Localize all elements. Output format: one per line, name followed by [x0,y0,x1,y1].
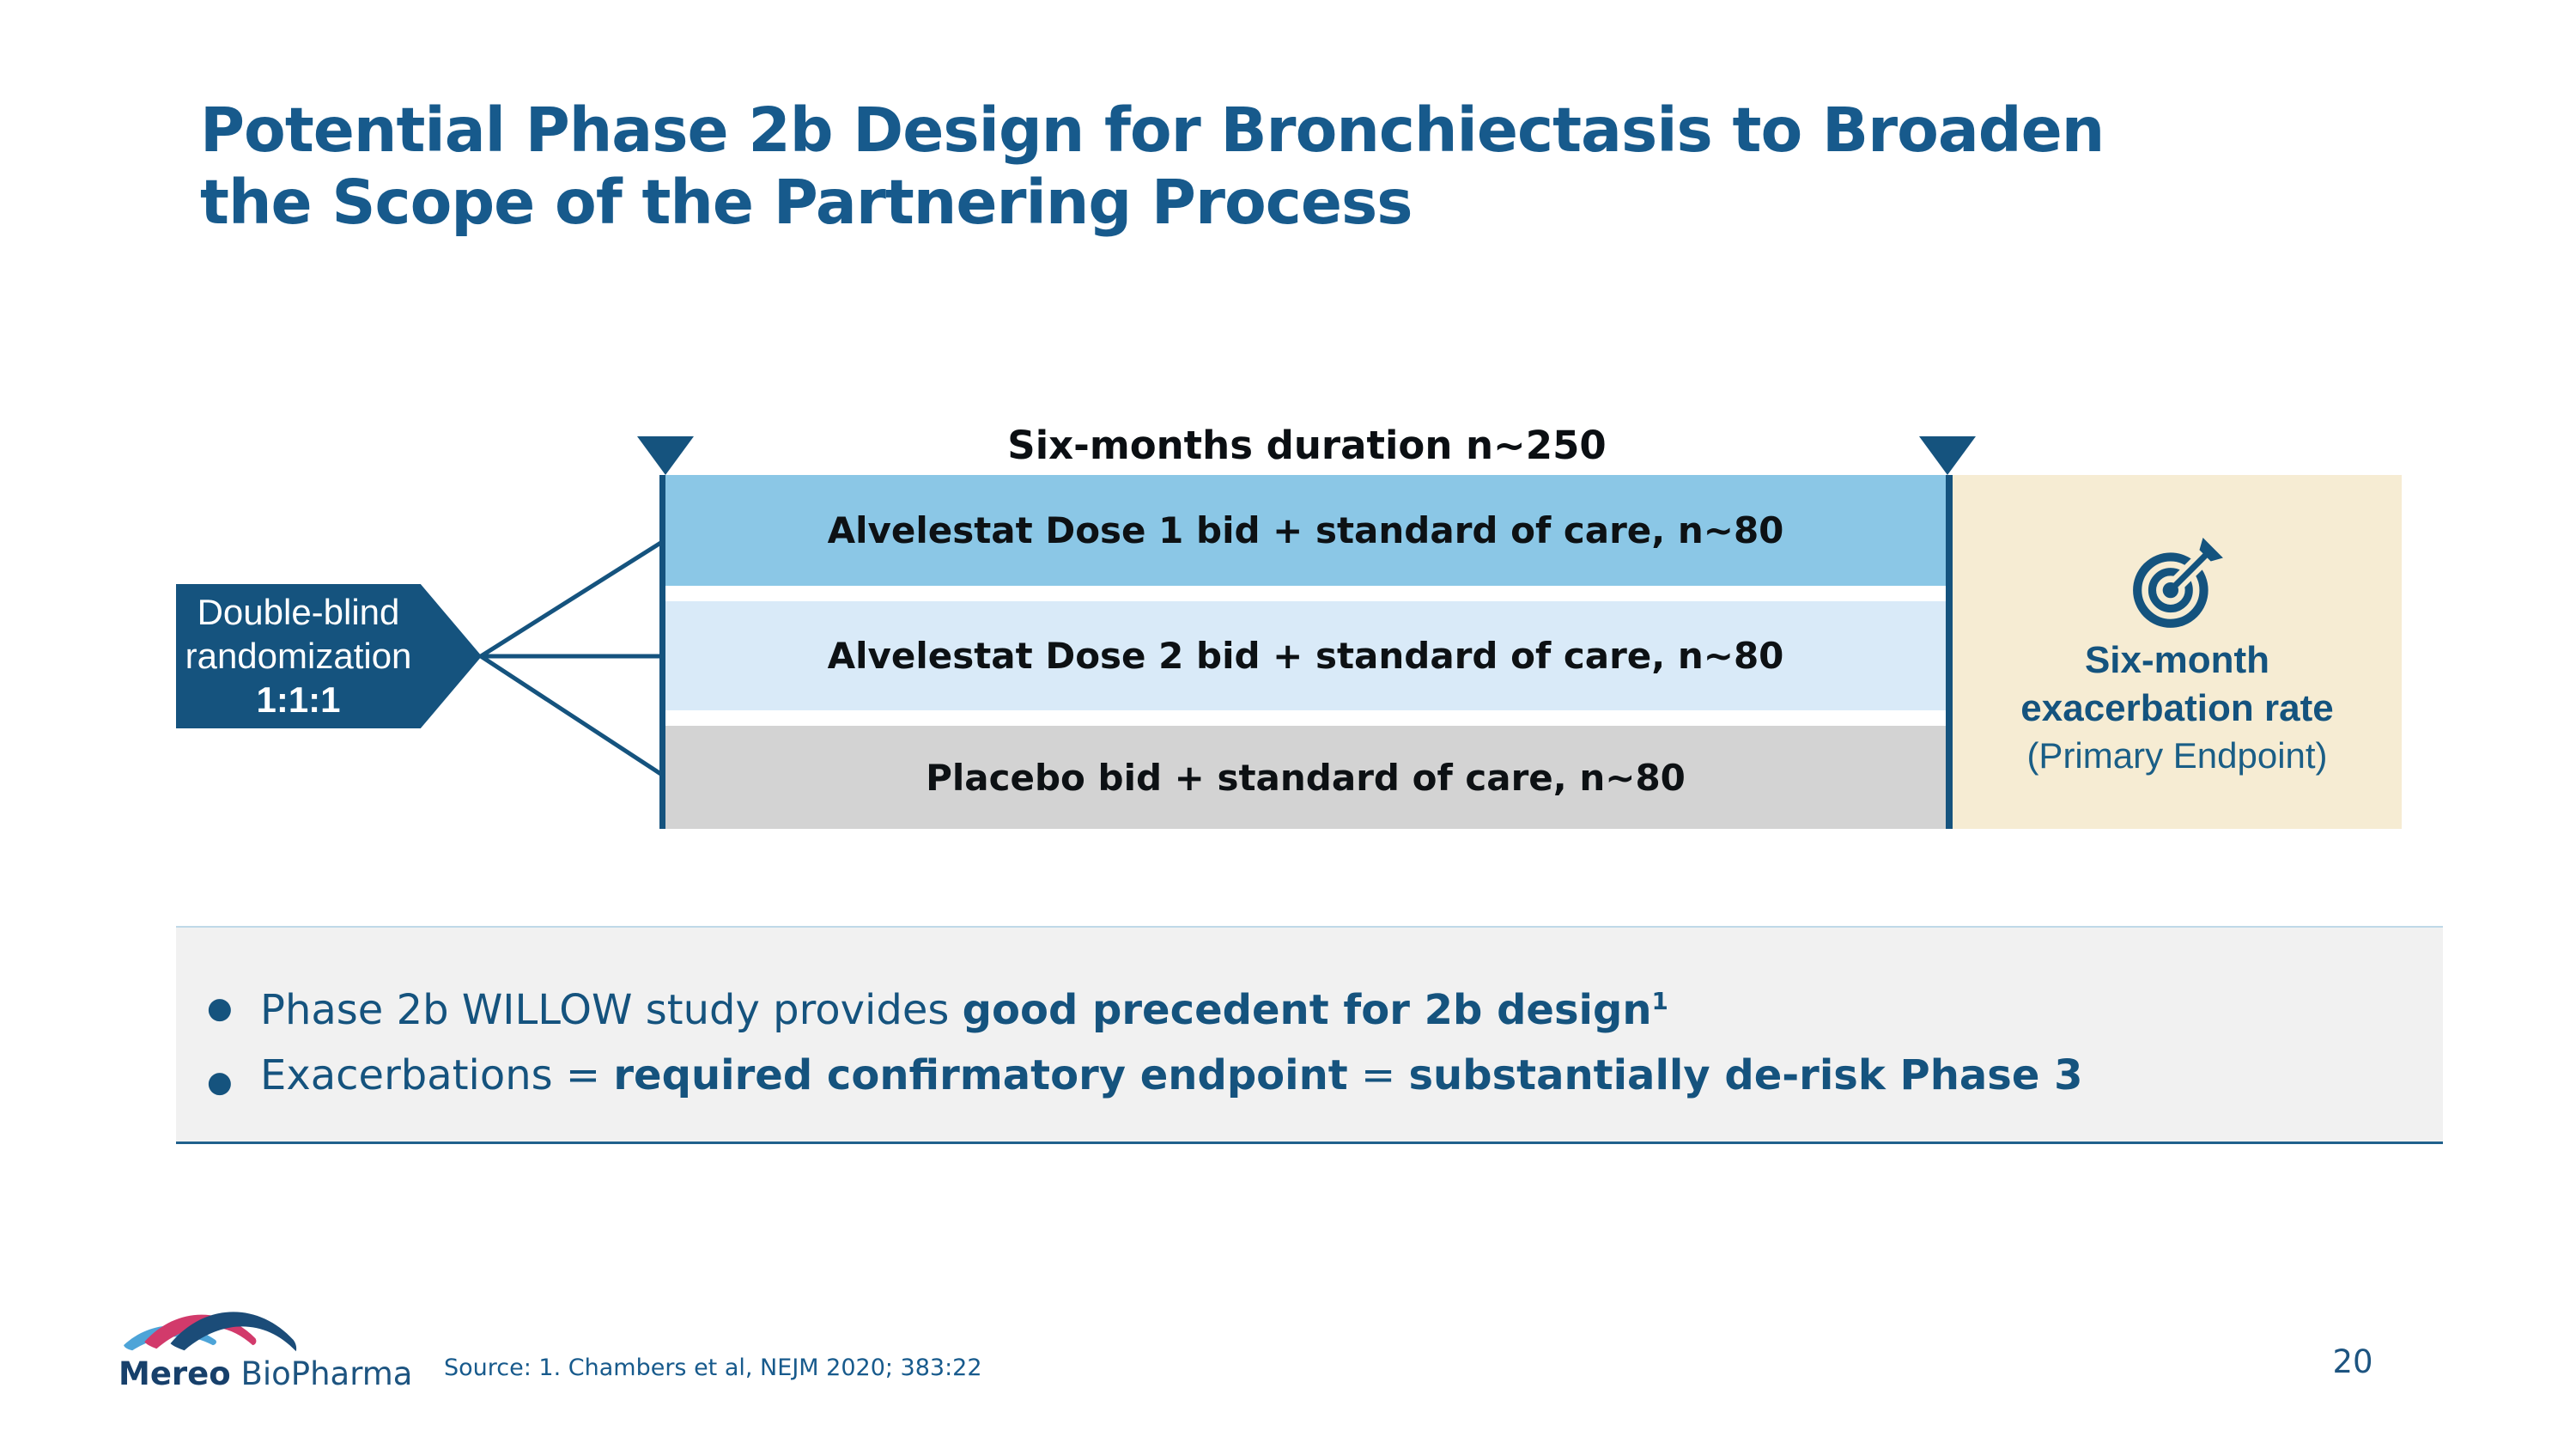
bullet-dot-icon: ● [207,991,233,1026]
endpoint-line3: (Primary Endpoint) [2026,735,2328,776]
duration-label: Six-months duration n~250 [1007,423,1607,468]
arm-bar-dose2-label: Alvelestat Dose 2 bid + standard of care… [827,635,1784,677]
endpoint-panel: Six-month exacerbation rate (Primary End… [1953,475,2402,829]
bars-right-edge-line [1946,475,1953,829]
bullet-2-bold-2: substantially de-risk Phase 3 [1408,1051,2083,1099]
bullet-item-2: ● Exacerbations = required confirmatory … [207,1050,2082,1108]
endpoint-line2: exacerbation rate [2020,687,2334,729]
bullet-2-bold-1: required confirmatory endpoint [613,1051,1348,1099]
logo-word-mereo: Mereo [118,1355,231,1392]
triangle-down-left-icon [637,436,694,475]
mereo-logo-wordmark: Mereo BioPharma [118,1355,412,1392]
endpoint-line1: Six-month [2084,639,2270,681]
bullet-1-regular: Phase 2b WILLOW study provides [260,986,963,1034]
arm-bar-dose1-label: Alvelestat Dose 1 bid + standard of care… [827,509,1784,551]
target-bullseye-arrow-icon [1953,535,2402,636]
bullet-item-1: ● Phase 2b WILLOW study provides good pr… [207,976,1668,1036]
bullet-dot-icon: ● [207,1065,233,1099]
page-title-line2: the Scope of the Partnering Process [200,167,1413,238]
bullet-1-text: Phase 2b WILLOW study provides good prec… [260,976,1668,1036]
page-number: 20 [2332,1343,2373,1380]
randomization-ratio: 1:1:1 [256,679,341,720]
arm-bar-dose2: Alvelestat Dose 2 bid + standard of care… [665,601,1946,710]
mereo-logo-swoosh-icon [124,1312,297,1352]
notes-box: ● Phase 2b WILLOW study provides good pr… [176,926,2443,1144]
bullet-2-regular-1: Exacerbations = [260,1051,614,1099]
bullet-1-superscript: 1 [1651,987,1668,1015]
bullet-2-text: Exacerbations = required confirmatory en… [260,1050,2082,1108]
triangle-down-right-icon [1919,436,1976,475]
arm-bar-placebo-label: Placebo bid + standard of care, n~80 [926,756,1686,799]
page-title: Potential Phase 2b Design for Bronchiect… [200,94,2398,239]
randomization-line2: randomization [185,636,412,676]
arm-bar-placebo: Placebo bid + standard of care, n~80 [665,726,1946,829]
bullet-1-bold: good precedent for 2b design [962,986,1652,1034]
bars-left-edge-line [659,475,665,829]
source-note: Source: 1. Chambers et al, NEJM 2020; 38… [444,1355,982,1381]
page-title-line1: Potential Phase 2b Design for Bronchiect… [200,94,2105,166]
arm-bar-dose1: Alvelestat Dose 1 bid + standard of care… [665,475,1946,586]
randomization-line1: Double-blind [197,592,400,632]
logo-word-biopharma: BioPharma [240,1355,413,1392]
bullet-2-regular-2: = [1347,1051,1409,1099]
randomization-callout: Double-blind randomization 1:1:1 [176,584,482,728]
